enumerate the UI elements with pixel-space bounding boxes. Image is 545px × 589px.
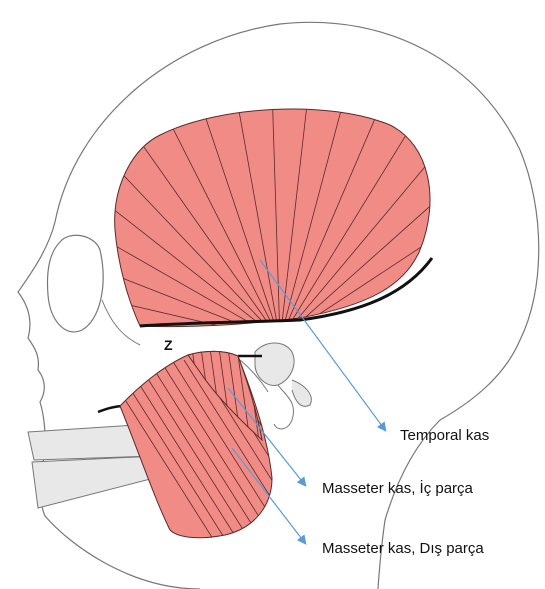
label-masseter-inner: Masseter kas, İç parça bbox=[322, 480, 473, 497]
condyle-bone bbox=[255, 343, 294, 385]
masseter-outer bbox=[100, 351, 400, 550]
mastoid-area bbox=[292, 380, 311, 406]
masseter-outer-fiber bbox=[268, 360, 388, 550]
label-temporal-muscle: Temporal kas bbox=[400, 427, 489, 444]
label-z: Z bbox=[164, 337, 173, 353]
styloid-process bbox=[274, 385, 294, 429]
label-masseter-outer: Masseter kas, Dış parça bbox=[322, 540, 484, 557]
masseter-outer-fiber bbox=[256, 360, 376, 550]
orbit-outline bbox=[48, 235, 104, 332]
